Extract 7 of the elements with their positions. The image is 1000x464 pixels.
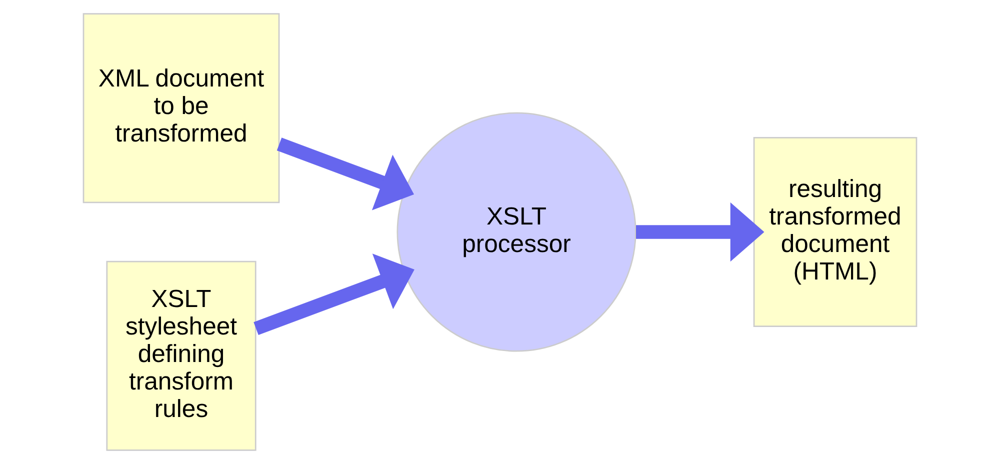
- node-box: XSLT stylesheet defining transform rules: [106, 260, 256, 451]
- node-box: XML document to be transformed: [82, 13, 280, 204]
- node-box: resulting transformed document (HTML): [753, 137, 918, 327]
- node-circle: XSLT processor: [396, 112, 636, 352]
- arrow: [636, 202, 764, 262]
- arrow: [254, 254, 414, 336]
- arrow: [276, 138, 414, 210]
